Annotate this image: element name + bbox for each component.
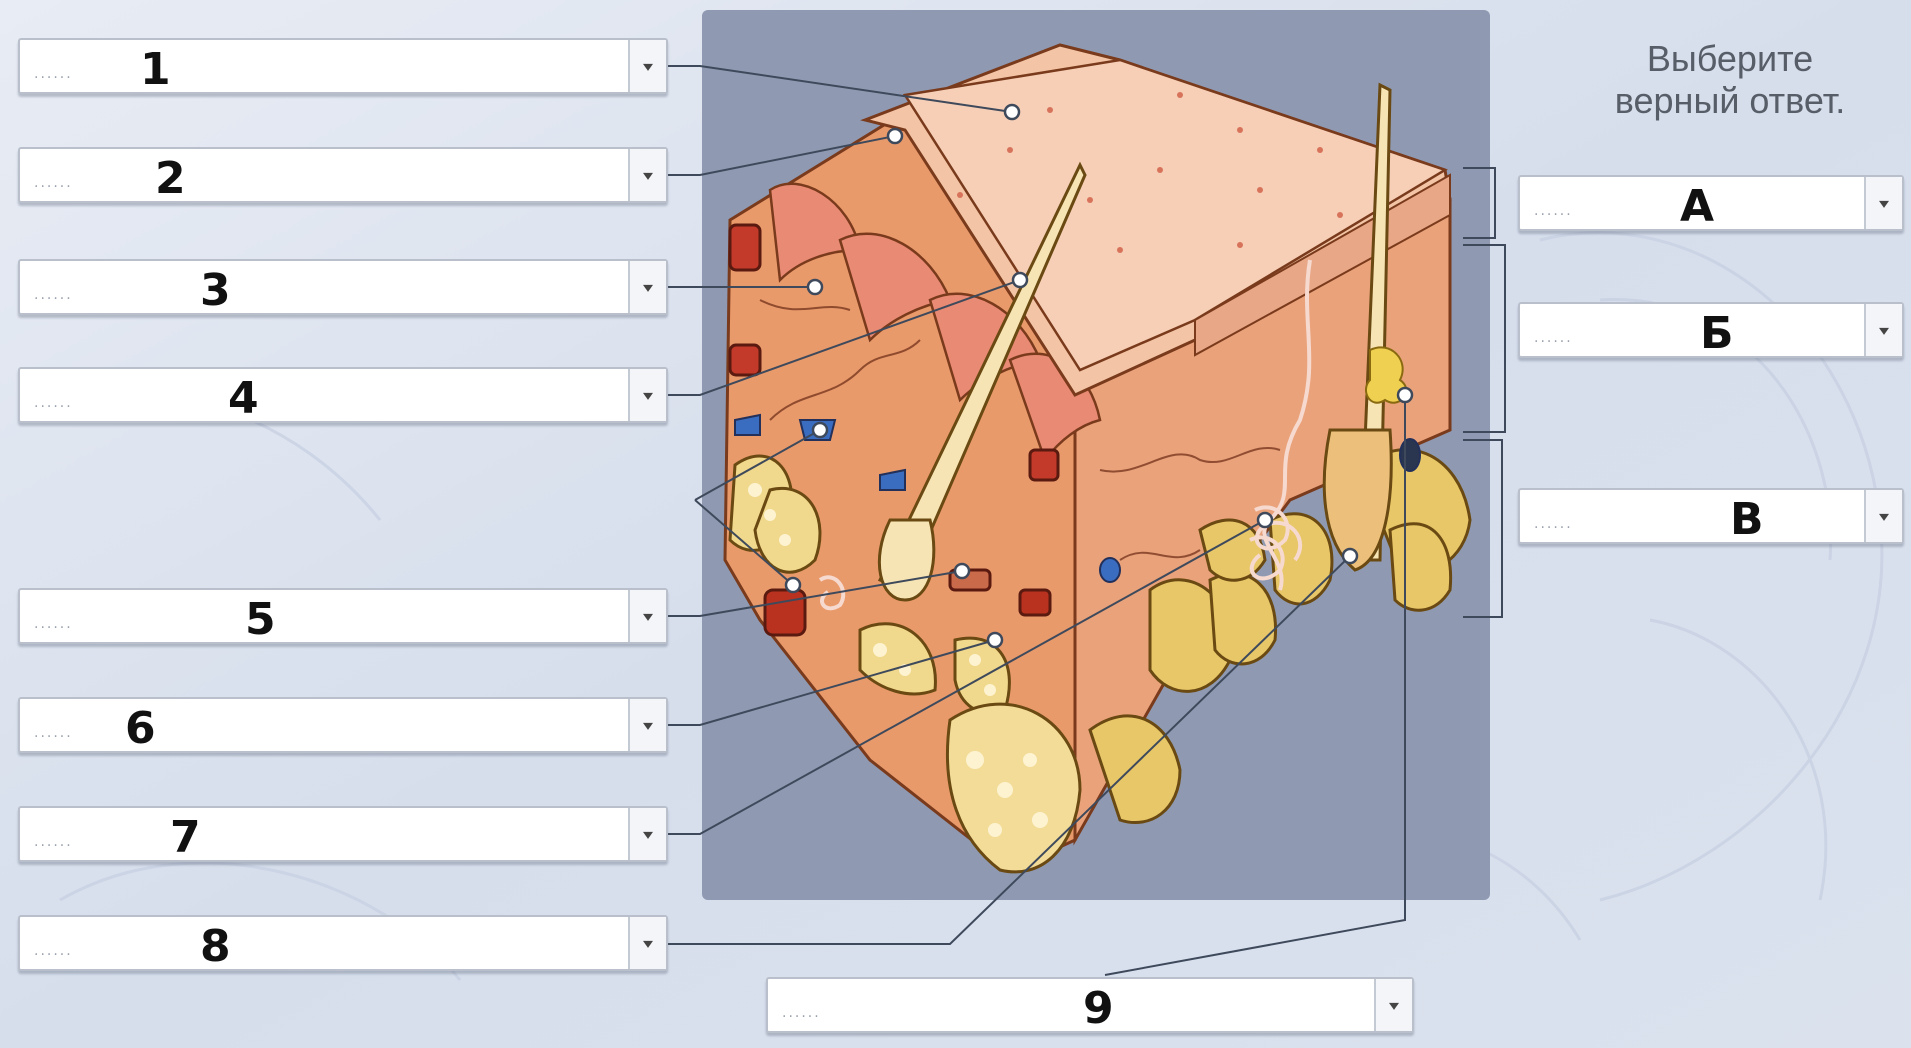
chevron-down-icon <box>643 393 653 400</box>
dropdown-label: 9 <box>1083 983 1114 1034</box>
hair-follicle-left <box>879 520 933 600</box>
chevron-down-icon <box>643 64 653 71</box>
dropdown-1[interactable]: ...... 1 <box>18 38 668 94</box>
dropdown-2[interactable]: ...... 2 <box>18 147 668 203</box>
dropdown-label: 1 <box>140 44 171 95</box>
dropdown-5[interactable]: ...... 5 <box>18 588 668 644</box>
dropdown-toggle[interactable] <box>1864 304 1902 356</box>
dropdown-placeholder: ...... <box>34 834 73 850</box>
dropdown-8[interactable]: ...... 8 <box>18 915 668 971</box>
chevron-down-icon <box>1879 514 1889 521</box>
dropdown-9[interactable]: ...... 9 <box>766 977 1414 1033</box>
dropdown-placeholder: ...... <box>782 1005 821 1021</box>
dropdown-toggle[interactable] <box>1864 177 1902 229</box>
instruction-text: Выберите верный ответ. <box>1570 38 1890 122</box>
chevron-down-icon <box>643 832 653 839</box>
dropdown-3[interactable]: ...... 3 <box>18 259 668 315</box>
dropdown-toggle[interactable] <box>628 590 666 642</box>
dropdown-placeholder: ...... <box>34 66 73 82</box>
dropdown-toggle[interactable] <box>628 808 666 860</box>
dropdown-placeholder: ...... <box>34 175 73 191</box>
dropdown-label: 4 <box>228 373 259 424</box>
dropdown-placeholder: ...... <box>34 943 73 959</box>
dropdown-label: Б <box>1700 308 1734 359</box>
dropdown-toggle[interactable] <box>628 917 666 969</box>
dropdown-toggle[interactable] <box>1864 490 1902 542</box>
dropdown-toggle[interactable] <box>628 149 666 201</box>
dropdown-a[interactable]: ...... А <box>1518 175 1904 231</box>
dropdown-toggle[interactable] <box>1374 979 1412 1031</box>
dropdown-placeholder: ...... <box>34 395 73 411</box>
dropdown-6[interactable]: ...... 6 <box>18 697 668 753</box>
chevron-down-icon <box>643 723 653 730</box>
dropdown-placeholder: ...... <box>1534 330 1573 346</box>
dropdown-label: 2 <box>155 153 186 204</box>
dropdown-placeholder: ...... <box>34 725 73 741</box>
dropdown-toggle[interactable] <box>628 261 666 313</box>
chevron-down-icon <box>1879 201 1889 208</box>
dropdown-toggle[interactable] <box>628 40 666 92</box>
dropdown-v[interactable]: ...... В <box>1518 488 1904 544</box>
chevron-down-icon <box>643 173 653 180</box>
instruction-line-1: Выберите <box>1570 38 1890 80</box>
instruction-line-2: верный ответ. <box>1570 80 1890 122</box>
dropdown-label: 6 <box>125 703 156 754</box>
chevron-down-icon <box>1879 328 1889 335</box>
dropdown-7[interactable]: ...... 7 <box>18 806 668 862</box>
dropdown-placeholder: ...... <box>34 616 73 632</box>
dropdown-label: 3 <box>200 265 231 316</box>
chevron-down-icon <box>1389 1003 1399 1010</box>
chevron-down-icon <box>643 941 653 948</box>
dropdown-label: 7 <box>170 812 201 863</box>
dropdown-placeholder: ...... <box>1534 516 1573 532</box>
dropdown-toggle[interactable] <box>628 699 666 751</box>
chevron-down-icon <box>643 285 653 292</box>
dropdown-toggle[interactable] <box>628 369 666 421</box>
chevron-down-icon <box>643 614 653 621</box>
dropdown-4[interactable]: ...... 4 <box>18 367 668 423</box>
dropdown-label: 5 <box>245 594 276 645</box>
dropdown-label: В <box>1730 494 1764 545</box>
dropdown-placeholder: ...... <box>1534 203 1573 219</box>
dropdown-placeholder: ...... <box>34 287 73 303</box>
dropdown-label: А <box>1680 181 1714 232</box>
dropdown-b[interactable]: ...... Б <box>1518 302 1904 358</box>
dropdown-label: 8 <box>200 921 231 972</box>
